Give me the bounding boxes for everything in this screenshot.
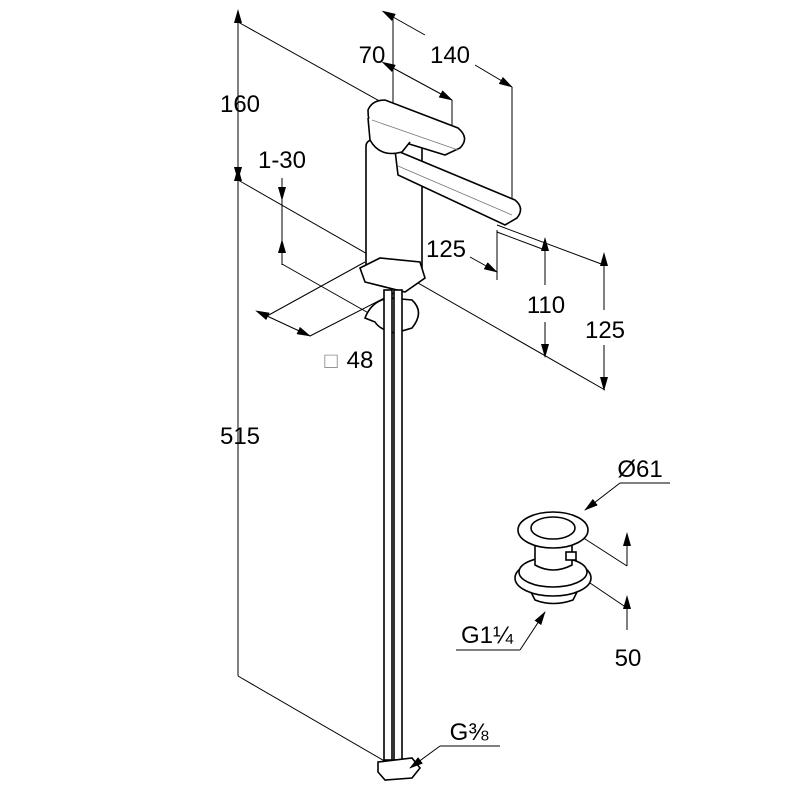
dim-label-125-height: 125 xyxy=(585,317,625,344)
dim-label-drain-diameter: Ø61 xyxy=(617,456,662,483)
drain-fitting xyxy=(514,511,592,605)
dim-label-deck-thickness: 1-30 xyxy=(258,147,306,174)
thread-label-drain: G1¼ xyxy=(461,622,514,649)
dim-label-515: 515 xyxy=(220,423,260,450)
thread-label-hose: G⅜ xyxy=(450,719,490,746)
dim-label-70: 70 xyxy=(359,42,386,69)
dim-label-50: 50 xyxy=(615,645,642,672)
dim-label-110: 110 xyxy=(527,292,565,319)
dim-label-160: 160 xyxy=(220,91,260,118)
dim-label-140: 140 xyxy=(430,42,470,69)
square-symbol: □ xyxy=(324,348,337,373)
faucet-body xyxy=(359,99,522,781)
dim-label-48: 48 xyxy=(347,347,374,374)
leader-lines xyxy=(409,482,670,769)
dim-label-125-reach: 125 xyxy=(426,236,466,263)
